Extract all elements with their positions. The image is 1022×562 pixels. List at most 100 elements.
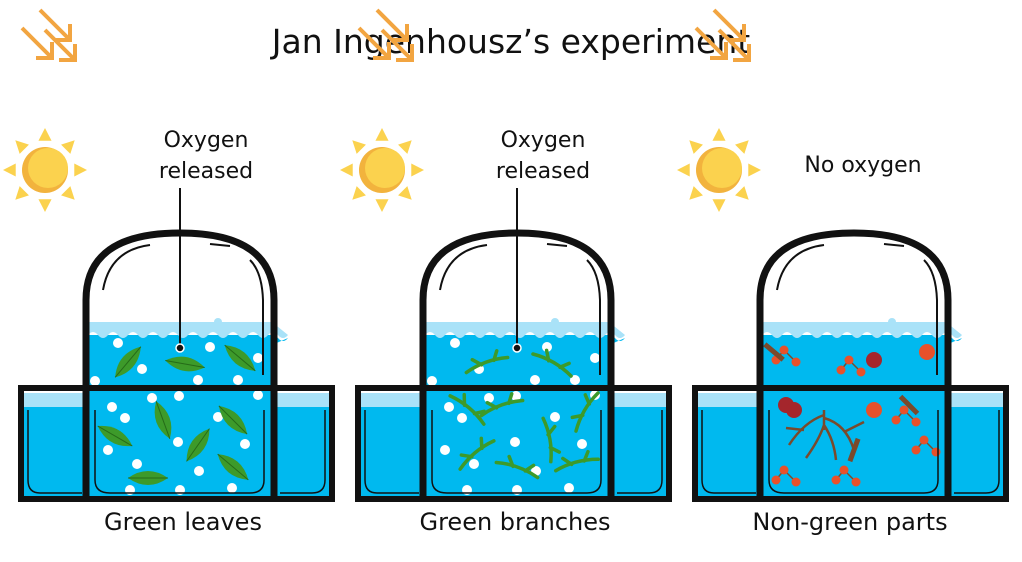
tank-inner-edge [701, 410, 1000, 494]
pointer-dot [512, 343, 522, 353]
leaf-vein [165, 360, 205, 368]
berry [851, 477, 861, 487]
sun-ray [398, 140, 412, 154]
leaf-icon [128, 471, 168, 485]
annotation-line-1: Oxygen [500, 128, 586, 153]
branch-stem [464, 349, 510, 375]
oxygen-bubble [542, 342, 552, 352]
sun-icon [677, 128, 761, 212]
sun-icon [340, 128, 424, 212]
berry [791, 357, 801, 367]
droplet [551, 318, 559, 326]
water-surface [762, 335, 962, 345]
sun-ray [61, 186, 75, 200]
glass-highlight [439, 243, 601, 375]
berry [771, 475, 781, 485]
leaf-vein [155, 401, 171, 439]
oxygen-bubble [253, 353, 263, 363]
tank-water-surface [360, 393, 422, 407]
oxygen-bubble [253, 390, 263, 400]
oxygen-bubble [227, 483, 237, 493]
sun-disc [28, 148, 68, 188]
caption-green-leaves: Green leaves [104, 508, 262, 536]
light-arrow-icon [43, 28, 77, 62]
oxygen-bubble [103, 445, 113, 455]
droplet [284, 396, 292, 404]
oxygen-bubble [564, 483, 574, 493]
oxygen-bubble [120, 413, 130, 423]
annotation-panel-3: No oxygen [763, 150, 963, 181]
oxygen-bubble [132, 459, 142, 469]
water-surface [88, 322, 288, 338]
branch-stem [448, 392, 486, 426]
berry [891, 415, 901, 425]
tank-water-left [360, 400, 422, 497]
annotation-line-2: released [158, 159, 254, 184]
tank-water-right [950, 400, 1004, 497]
glass-inner-edge [94, 410, 265, 494]
leaf-vein [186, 428, 210, 462]
arrow-shape [357, 26, 391, 60]
light-arrow-icon [694, 26, 728, 60]
oxygen-bubble [240, 439, 250, 449]
sun-ray [15, 186, 29, 200]
sun-ray [15, 140, 29, 154]
caption-green-branches: Green branches [419, 508, 611, 536]
water-surface [425, 322, 625, 338]
pointer-dot [175, 343, 185, 353]
oxygen-bubble [444, 402, 454, 412]
berry [856, 367, 866, 377]
sun-ray [3, 163, 16, 177]
orange-fruit [866, 402, 882, 418]
sun-ray [398, 186, 412, 200]
glass-inner-edge [768, 410, 939, 494]
leaf-vein [217, 453, 249, 481]
oxygen-bubble [147, 393, 157, 403]
branch-stem [531, 348, 573, 378]
oxygen-bubble [174, 391, 184, 401]
branch-stem [458, 436, 496, 471]
berry-cluster-icon [891, 405, 921, 427]
diagram-title: Jan Ingenhousz’s experiment [271, 22, 751, 61]
sun-ray [38, 128, 52, 141]
annotation-line-1: Oxygen [163, 128, 249, 153]
oxygen-bubble [530, 375, 540, 385]
oxygen-bubble [233, 375, 243, 385]
light-arrow-icon [375, 8, 409, 42]
oxygen-bubble [550, 412, 560, 422]
tank-water-right [276, 400, 330, 497]
tank-water-left [23, 400, 85, 497]
water-tank-outline [18, 385, 335, 502]
arrow-shape [380, 28, 414, 62]
sun-ray [352, 186, 366, 200]
leaf-icon [97, 425, 133, 447]
annotation-line-1: No oxygen [804, 153, 922, 178]
annotation-line-2: released [495, 159, 591, 184]
berry [779, 345, 789, 355]
berry [931, 447, 941, 457]
red-fruit [786, 402, 802, 418]
water-surface [425, 335, 625, 345]
berry [779, 465, 789, 475]
sun-ray [61, 140, 75, 154]
tank-water-right [613, 400, 667, 497]
green-branch-icon [531, 348, 573, 378]
oxygen-bubble [510, 437, 520, 447]
berry [911, 445, 921, 455]
arrow-shape [38, 8, 72, 42]
sun-disc [702, 148, 742, 188]
arrow-shape [43, 28, 77, 62]
bell-jar-outline [756, 229, 952, 497]
green-branch-icon [553, 449, 601, 473]
leaf-icon [114, 346, 142, 378]
droplet [214, 318, 222, 326]
light-arrow-icon [717, 28, 751, 62]
tank-water-surface [23, 393, 85, 407]
berry [831, 475, 841, 485]
sun-ray [712, 128, 726, 141]
sun-ray [340, 163, 353, 177]
root-lines [785, 410, 865, 461]
sun-ray [375, 128, 389, 141]
droplet [621, 396, 629, 404]
sun-ray [735, 140, 749, 154]
